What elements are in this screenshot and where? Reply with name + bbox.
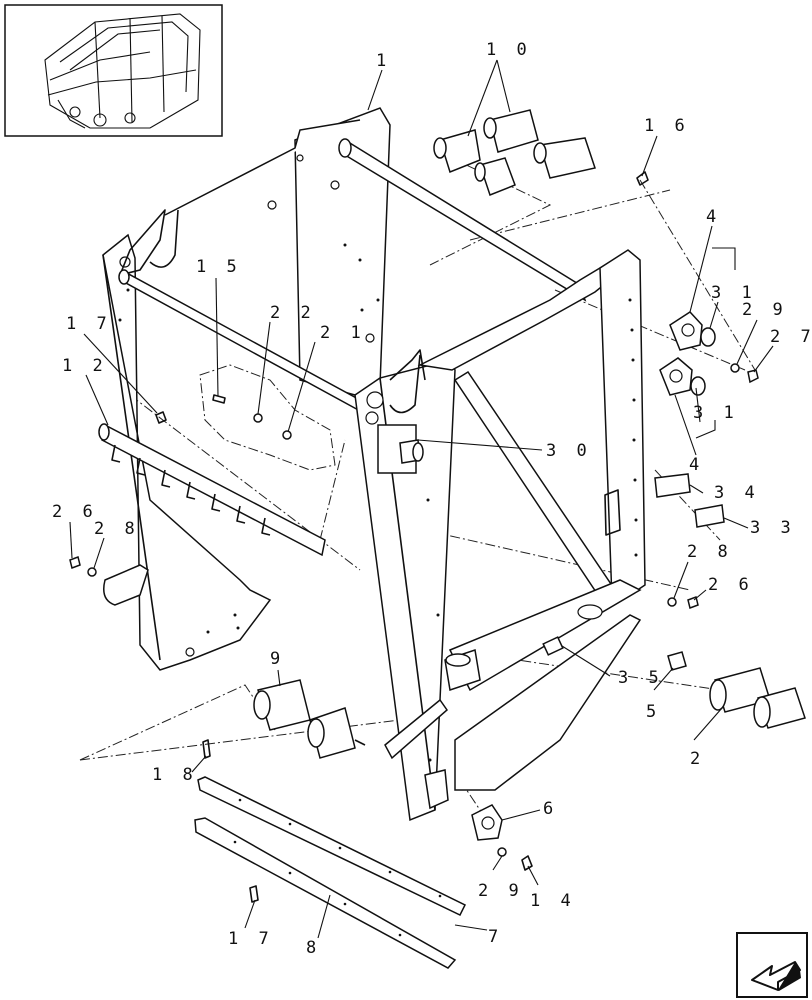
callout-34: 3 4 bbox=[714, 483, 760, 503]
callout-5: 5 bbox=[646, 702, 661, 722]
left-handle-bracket[interactable] bbox=[103, 564, 149, 606]
callout-7: 7 bbox=[488, 927, 503, 947]
callout-35: 3 5 bbox=[618, 668, 664, 688]
angle-strip-7[interactable] bbox=[197, 776, 467, 916]
sleeve-2[interactable] bbox=[709, 667, 806, 729]
rear-right-post[interactable] bbox=[599, 249, 646, 601]
callout-14: 1 4 bbox=[530, 891, 576, 911]
decal-33[interactable] bbox=[694, 504, 725, 528]
callout-28a: 2 8 bbox=[94, 519, 140, 539]
callout-33: 3 3 bbox=[750, 518, 796, 538]
callout-27: 2 7 bbox=[770, 327, 812, 347]
roller-set-9[interactable] bbox=[253, 679, 366, 759]
nut-29-upper[interactable] bbox=[730, 363, 740, 373]
callout-30: 3 0 bbox=[546, 441, 592, 461]
bolt-17-upper[interactable] bbox=[155, 411, 167, 424]
decal-34[interactable] bbox=[654, 473, 691, 498]
nut-27[interactable] bbox=[747, 369, 759, 384]
callout-17a: 1 7 bbox=[66, 314, 112, 334]
bearing-assembly-4-lower[interactable] bbox=[659, 357, 706, 396]
callout-4b: 4 bbox=[689, 455, 704, 475]
bolt-14[interactable] bbox=[521, 855, 533, 871]
washer-22[interactable] bbox=[253, 413, 263, 423]
callout-8: 8 bbox=[306, 938, 321, 958]
bolt-17-lower[interactable] bbox=[249, 885, 259, 903]
callout-4a: 4 bbox=[706, 207, 721, 227]
callout-29b: 2 9 bbox=[478, 881, 524, 901]
callout-labels: 1 1 0 1 6 4 3 1 2 9 2 7 3 1 4 1 5 2 2 2 … bbox=[52, 40, 812, 958]
callout-16: 1 6 bbox=[644, 116, 690, 136]
roller-set-10[interactable] bbox=[433, 109, 596, 196]
nut-26-left[interactable] bbox=[69, 556, 81, 569]
callout-17b: 1 7 bbox=[228, 929, 274, 949]
lower-slide-bracket[interactable] bbox=[384, 698, 449, 810]
callout-28b: 2 8 bbox=[687, 542, 733, 562]
callout-26a: 2 6 bbox=[52, 502, 98, 522]
diagonal-brace[interactable] bbox=[453, 370, 617, 599]
stud-30[interactable] bbox=[399, 439, 424, 464]
callout-31b: 3 1 bbox=[693, 403, 739, 423]
callout-31a: 3 1 bbox=[711, 283, 757, 303]
callout-10: 1 0 bbox=[486, 40, 532, 60]
nut-29-lower[interactable] bbox=[497, 847, 507, 857]
callout-9: 9 bbox=[270, 649, 285, 669]
washer-28-right[interactable] bbox=[667, 597, 677, 607]
callout-6: 6 bbox=[543, 799, 558, 819]
nut-26-right[interactable] bbox=[687, 596, 699, 609]
callout-22: 2 2 bbox=[270, 303, 316, 323]
callout-2: 2 bbox=[690, 749, 705, 769]
washer-28-left[interactable] bbox=[87, 567, 97, 577]
callout-12: 1 2 bbox=[62, 356, 108, 376]
callout-21: 2 1 bbox=[320, 323, 366, 343]
bolt-18[interactable] bbox=[202, 739, 211, 759]
tine-bar-12[interactable] bbox=[98, 423, 326, 557]
bearing-6[interactable] bbox=[471, 804, 503, 841]
callout-1: 1 bbox=[376, 51, 391, 71]
callout-29a: 2 9 bbox=[742, 300, 788, 320]
washer-21b[interactable] bbox=[282, 430, 292, 440]
overview-thumbnail[interactable] bbox=[4, 4, 223, 137]
callout-18: 1 8 bbox=[152, 765, 198, 785]
lower-gusset-plate[interactable] bbox=[454, 614, 642, 791]
lower-cross-member[interactable] bbox=[444, 579, 642, 692]
callout-15: 1 5 bbox=[196, 257, 242, 277]
front-vertical-post[interactable] bbox=[354, 359, 456, 822]
left-side-panel[interactable] bbox=[102, 233, 272, 671]
bearing-assembly-4-upper[interactable] bbox=[669, 311, 716, 351]
bolt-15[interactable] bbox=[212, 394, 226, 404]
angle-strip-8[interactable] bbox=[194, 817, 457, 969]
fitting-5[interactable] bbox=[667, 651, 687, 671]
back-arrow-icon[interactable] bbox=[736, 932, 808, 998]
leader-lines bbox=[69, 59, 774, 939]
right-side-panel[interactable] bbox=[119, 107, 391, 396]
callout-26b: 2 6 bbox=[708, 575, 754, 595]
gasket-21[interactable] bbox=[199, 364, 336, 471]
